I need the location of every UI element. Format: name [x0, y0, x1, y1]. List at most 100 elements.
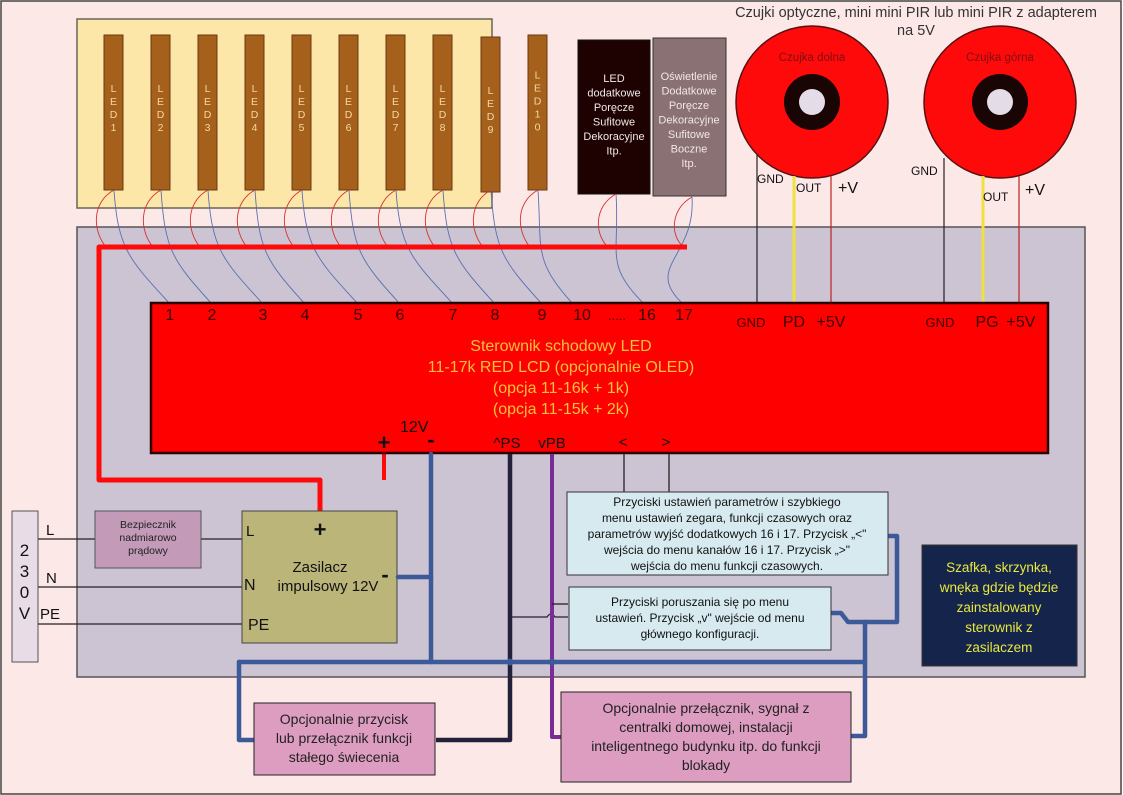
led-plus-wire [142, 189, 162, 248]
psu-label-line1: Zasilacz [292, 559, 347, 576]
cabinet-note-line: wnęka gdzie będzie [939, 580, 1059, 595]
sensors-title-line2: na 5V [897, 23, 935, 39]
channel-label: 4 [301, 307, 310, 324]
sensor-upper-vplus: +V [1025, 182, 1045, 199]
channel-label: 2 [208, 307, 217, 324]
extra-output-line: dodatkowe [587, 88, 640, 100]
led-strip-label-char: 8 [440, 122, 446, 134]
led-channel-wire [254, 189, 306, 305]
sensor-pin-label: +5V [817, 314, 846, 331]
extra-output-line: Sufitowe [668, 129, 710, 141]
wire-12v-plus-bus [96, 244, 687, 512]
lock-note-line: blokady [682, 757, 730, 773]
settings-buttons-note-box [566, 491, 889, 576]
extra-output-line: Itp. [681, 158, 696, 170]
led-channel-wire [442, 189, 496, 305]
cabinet-note-line: zainstalowany [957, 600, 1042, 615]
menu-note-line: głównego konfiguracji. [641, 627, 760, 641]
extra-output-line: Itp. [606, 146, 621, 158]
settings-note-line: wejścia do menu kanałów 16 i 17. Przycis… [603, 543, 850, 557]
constant-light-switch-box [253, 702, 436, 776]
led-strip-label-char: E [251, 96, 258, 108]
led-plus-wire [472, 189, 492, 248]
led-strip-label-char: L [535, 70, 541, 82]
led-strip-label-char: D [298, 109, 306, 121]
led-panel [76, 18, 493, 209]
extra-output-line: LED [603, 73, 624, 85]
fuse-label-line: prądowy [128, 545, 168, 557]
settings-note-line: menu ustawień zegara, funkcji czasowych … [602, 511, 852, 525]
extra-output-line: Poręcze [669, 100, 709, 112]
mains-line-pe: PE [40, 606, 60, 623]
mains-line-n: N [46, 570, 57, 587]
controller-pin-ps: ^PS [493, 435, 520, 452]
sensors-title-line1: Czujki optyczne, mini mini PIR lub mini … [735, 5, 1097, 21]
extra-output-line: Boczne [671, 144, 708, 156]
psu-in-pe: PE [248, 617, 269, 634]
settings-buttons-note: Przyciski ustawień parametrów i szybkieg… [588, 495, 867, 573]
wire-pb [550, 454, 562, 739]
controller-title-line: (opcja 11-15k + 2k) [493, 401, 629, 418]
psu-box [241, 510, 398, 644]
controller-minus-pin: - [427, 427, 434, 452]
led-strip-label-char: D [487, 111, 495, 123]
led-strip-label-char: D [345, 109, 353, 121]
led-strip-label-char: L [252, 83, 258, 95]
led-plus-wire [424, 189, 444, 248]
sensor-lower-name: Czujka dolna [779, 52, 846, 64]
settings-note-line: parametrów wyjść dodatkowych 16 i 17. Pr… [588, 527, 867, 541]
led-strip-label-char: D [439, 109, 447, 121]
led-strip-label-char: E [392, 96, 399, 108]
menu-note-line: Przyciski poruszania się po menu [611, 595, 789, 609]
lock-note-line: Opcjonalnie przełącznik, sygnał z [603, 700, 810, 716]
led-channel-wire [207, 189, 264, 305]
led-strip-label-char: L [346, 83, 352, 95]
sensor-lower-vplus: +V [838, 180, 858, 197]
sensor-upper-gnd: GND [911, 164, 938, 178]
sensor-lower-gnd: GND [757, 172, 784, 186]
menu-buttons-note-box [568, 586, 832, 651]
channel-label: 8 [491, 307, 500, 324]
led-strip-label-char: L [111, 83, 117, 95]
led-strip-label-char: L [158, 83, 164, 95]
controller-plus-pin: + [378, 430, 391, 455]
mains-230v-terminal [11, 510, 39, 663]
mains-line-l: L [46, 522, 54, 539]
led-strip-label-char: 1 [535, 109, 541, 121]
sensor-upper-out: OUT [983, 190, 1009, 204]
led-strip-label-char: 1 [111, 122, 117, 134]
junction-pb [548, 658, 556, 666]
led-plus-wire [236, 189, 256, 248]
extra-output-line: Dodatkowe [661, 86, 716, 98]
led-plus-wire [95, 189, 115, 248]
led-strip-label-char: E [110, 96, 117, 108]
mains-label-char: 2 [20, 541, 29, 560]
settings-note-line: Przyciski ustawień parametrów i szybkieg… [613, 495, 841, 509]
led-strip-label-char: L [299, 83, 305, 95]
led-plus-wire [377, 189, 397, 248]
led-channel-wire [348, 189, 401, 305]
led-strip-label-char: L [393, 83, 399, 95]
channel-label: 10 [573, 307, 591, 324]
led-strip-label-char: E [534, 83, 541, 95]
led-plus-wire [519, 189, 539, 248]
led-strip-group: LED1LED2LED3LED4LED5LED6LED7LED8LED9LED1… [103, 34, 548, 193]
fuse-box [94, 510, 202, 569]
fuse-label-line: nadmiarowo [119, 532, 176, 544]
mains-wires [38, 538, 242, 625]
